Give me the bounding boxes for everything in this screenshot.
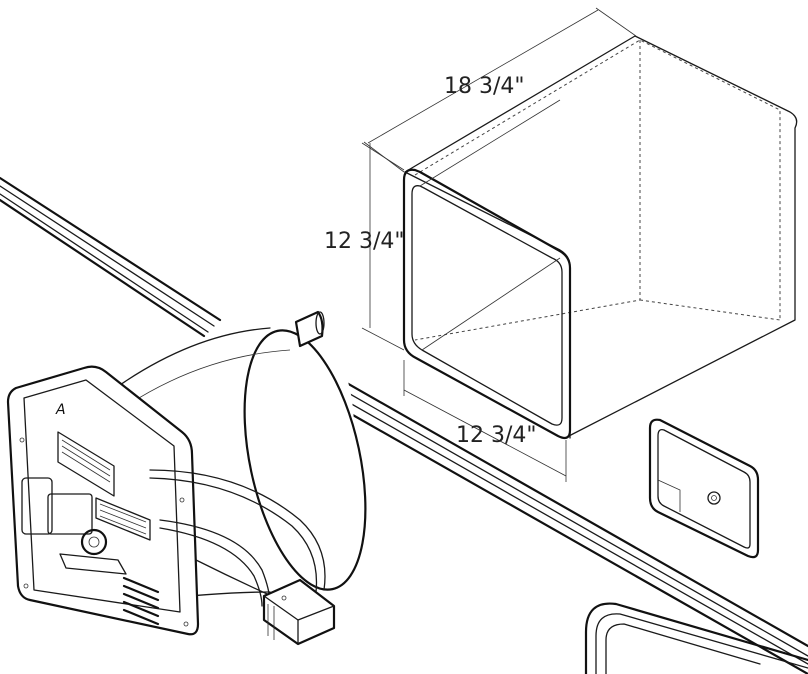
wiring-harness [149, 469, 326, 607]
door-lock-icon [707, 491, 721, 505]
dimension-depth-label: 12 3/4" [456, 423, 537, 448]
dimension-depth: 12 3/4" [403, 360, 567, 482]
gas-valve-knob-icon [80, 528, 108, 556]
dimension-height-label: 12 3/4" [324, 229, 405, 254]
wire-connector-block [262, 578, 336, 646]
wall-rail-upper [0, 176, 222, 338]
wall-opening-box [402, 35, 798, 440]
dimension-width: 18 3/4" [363, 7, 637, 173]
access-door-panel [648, 418, 760, 559]
lower-frame-partial [584, 602, 808, 674]
dimension-height: 12 3/4" [324, 142, 405, 351]
unit-letter-badge: A [55, 402, 66, 418]
wall-rail-lower [328, 376, 808, 674]
vent-louver-grille [122, 576, 160, 626]
dimension-width-label: 18 3/4" [444, 74, 525, 99]
control-panel: A [6, 365, 200, 636]
